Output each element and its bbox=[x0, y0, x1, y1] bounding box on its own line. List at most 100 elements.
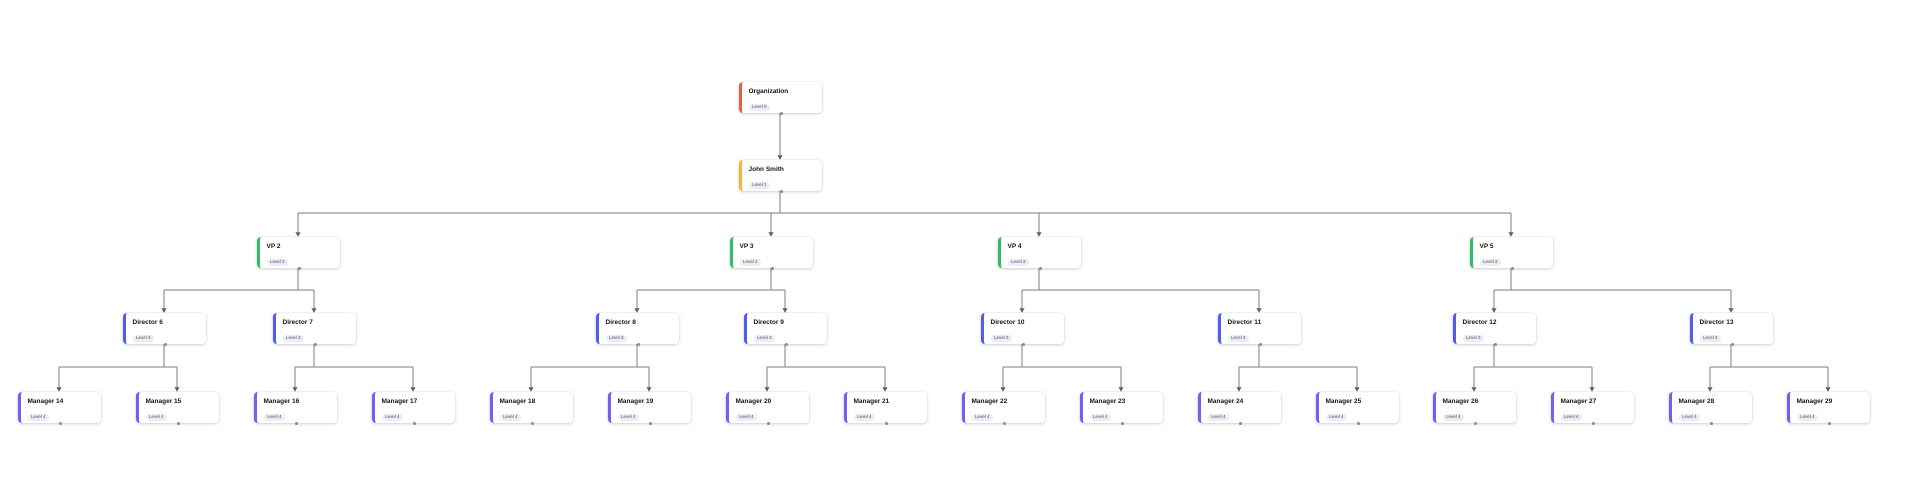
org-node-m26[interactable]: Manager 26 Level 4 bbox=[1432, 392, 1516, 425]
org-node-m25[interactable]: Manager 25 Level 4 bbox=[1315, 392, 1399, 425]
node-label: Manager 21 bbox=[853, 398, 890, 405]
org-node-m29[interactable]: Manager 29 Level 4 bbox=[1786, 392, 1870, 425]
node-connection-handle[interactable] bbox=[771, 267, 774, 270]
node-label: John Smith bbox=[748, 166, 784, 173]
node-label: Manager 18 bbox=[499, 398, 536, 405]
node-level-badge: Level 3 bbox=[1699, 334, 1722, 343]
node-connection-handle[interactable] bbox=[767, 422, 770, 425]
node-level-badge: Level 4 bbox=[27, 413, 50, 422]
node-connection-handle[interactable] bbox=[637, 343, 640, 346]
node-connection-handle[interactable] bbox=[1239, 422, 1242, 425]
node-connection-handle[interactable] bbox=[649, 422, 652, 425]
node-label: Manager 29 bbox=[1796, 398, 1833, 405]
node-level-badge: Level 2 bbox=[739, 258, 762, 267]
org-node-m21[interactable]: Manager 21 Level 4 bbox=[843, 392, 927, 425]
org-node-m14[interactable]: Manager 14 Level 4 bbox=[17, 392, 101, 425]
node-label: Director 9 bbox=[753, 319, 784, 326]
node-label: Manager 14 bbox=[27, 398, 64, 405]
org-node-d13[interactable]: Director 13 Level 3 bbox=[1689, 313, 1773, 346]
node-connection-handle[interactable] bbox=[59, 422, 62, 425]
node-label: Director 12 bbox=[1462, 319, 1497, 326]
node-level-badge: Level 4 bbox=[1207, 413, 1230, 422]
org-node-vp5[interactable]: VP 5 Level 2 bbox=[1469, 237, 1553, 270]
org-node-d12[interactable]: Director 12 Level 3 bbox=[1452, 313, 1536, 346]
node-connection-handle[interactable] bbox=[1259, 343, 1262, 346]
node-connection-handle[interactable] bbox=[885, 422, 888, 425]
org-node-org[interactable]: Organization Level 0 bbox=[738, 82, 822, 115]
node-label: Manager 20 bbox=[735, 398, 772, 405]
node-level-badge: Level 4 bbox=[1796, 413, 1819, 422]
node-connection-handle[interactable] bbox=[780, 112, 783, 115]
org-node-m17[interactable]: Manager 17 Level 4 bbox=[371, 392, 455, 425]
node-label: Manager 27 bbox=[1560, 398, 1597, 405]
node-label: Manager 24 bbox=[1207, 398, 1244, 405]
node-connection-handle[interactable] bbox=[1592, 422, 1595, 425]
node-label: VP 3 bbox=[739, 243, 754, 250]
node-level-badge: Level 3 bbox=[605, 334, 628, 343]
node-connection-handle[interactable] bbox=[298, 267, 301, 270]
node-connection-handle[interactable] bbox=[413, 422, 416, 425]
node-label: Director 10 bbox=[990, 319, 1025, 326]
org-node-d7[interactable]: Director 7 Level 3 bbox=[272, 313, 356, 346]
node-level-badge: Level 4 bbox=[1560, 413, 1583, 422]
node-level-badge: Level 3 bbox=[132, 334, 155, 343]
org-node-vp4[interactable]: VP 4 Level 2 bbox=[997, 237, 1081, 270]
node-level-badge: Level 2 bbox=[1479, 258, 1502, 267]
node-level-badge: Level 4 bbox=[1089, 413, 1112, 422]
org-node-m18[interactable]: Manager 18 Level 4 bbox=[489, 392, 573, 425]
node-level-badge: Level 3 bbox=[990, 334, 1013, 343]
node-label: VP 2 bbox=[266, 243, 281, 250]
node-connection-handle[interactable] bbox=[164, 343, 167, 346]
node-label: Director 8 bbox=[605, 319, 636, 326]
node-connection-handle[interactable] bbox=[1511, 267, 1514, 270]
org-node-m20[interactable]: Manager 20 Level 4 bbox=[725, 392, 809, 425]
org-node-m23[interactable]: Manager 23 Level 4 bbox=[1079, 392, 1163, 425]
node-connection-handle[interactable] bbox=[785, 343, 788, 346]
node-label: Organization bbox=[748, 88, 789, 95]
org-node-vp3[interactable]: VP 3 Level 2 bbox=[729, 237, 813, 270]
org-node-john[interactable]: John Smith Level 1 bbox=[738, 160, 822, 193]
node-level-badge: Level 1 bbox=[748, 181, 771, 190]
org-node-m28[interactable]: Manager 28 Level 4 bbox=[1668, 392, 1752, 425]
node-connection-handle[interactable] bbox=[1828, 422, 1831, 425]
org-node-m16[interactable]: Manager 16 Level 4 bbox=[253, 392, 337, 425]
node-label: Director 7 bbox=[282, 319, 313, 326]
org-node-m22[interactable]: Manager 22 Level 4 bbox=[961, 392, 1045, 425]
node-connection-handle[interactable] bbox=[1474, 422, 1477, 425]
node-connection-handle[interactable] bbox=[1710, 422, 1713, 425]
node-connection-handle[interactable] bbox=[177, 422, 180, 425]
org-node-d10[interactable]: Director 10 Level 3 bbox=[980, 313, 1064, 346]
node-level-badge: Level 2 bbox=[266, 258, 289, 267]
node-connection-handle[interactable] bbox=[1039, 267, 1042, 270]
org-node-m15[interactable]: Manager 15 Level 4 bbox=[135, 392, 219, 425]
node-connection-handle[interactable] bbox=[1003, 422, 1006, 425]
node-connection-handle[interactable] bbox=[314, 343, 317, 346]
node-level-badge: Level 4 bbox=[263, 413, 286, 422]
org-node-vp2[interactable]: VP 2 Level 2 bbox=[256, 237, 340, 270]
org-node-m27[interactable]: Manager 27 Level 4 bbox=[1550, 392, 1634, 425]
node-level-badge: Level 4 bbox=[735, 413, 758, 422]
org-node-m19[interactable]: Manager 19 Level 4 bbox=[607, 392, 691, 425]
node-level-badge: Level 4 bbox=[499, 413, 522, 422]
org-node-d11[interactable]: Director 11 Level 3 bbox=[1217, 313, 1301, 346]
node-label: Director 13 bbox=[1699, 319, 1734, 326]
node-connection-handle[interactable] bbox=[1121, 422, 1124, 425]
node-connection-handle[interactable] bbox=[295, 422, 298, 425]
node-level-badge: Level 3 bbox=[1462, 334, 1485, 343]
node-connection-handle[interactable] bbox=[1022, 343, 1025, 346]
node-connection-handle[interactable] bbox=[1731, 343, 1734, 346]
org-node-d9[interactable]: Director 9 Level 3 bbox=[743, 313, 827, 346]
node-label: Manager 15 bbox=[145, 398, 182, 405]
node-connection-handle[interactable] bbox=[1494, 343, 1497, 346]
node-connection-handle[interactable] bbox=[1357, 422, 1360, 425]
node-connection-handle[interactable] bbox=[531, 422, 534, 425]
node-label: Manager 22 bbox=[971, 398, 1008, 405]
node-connection-handle[interactable] bbox=[780, 190, 783, 193]
node-level-badge: Level 4 bbox=[971, 413, 994, 422]
node-label: Manager 23 bbox=[1089, 398, 1126, 405]
org-node-d6[interactable]: Director 6 Level 3 bbox=[122, 313, 206, 346]
org-node-d8[interactable]: Director 8 Level 3 bbox=[595, 313, 679, 346]
node-level-badge: Level 2 bbox=[1007, 258, 1030, 267]
org-node-m24[interactable]: Manager 24 Level 4 bbox=[1197, 392, 1281, 425]
